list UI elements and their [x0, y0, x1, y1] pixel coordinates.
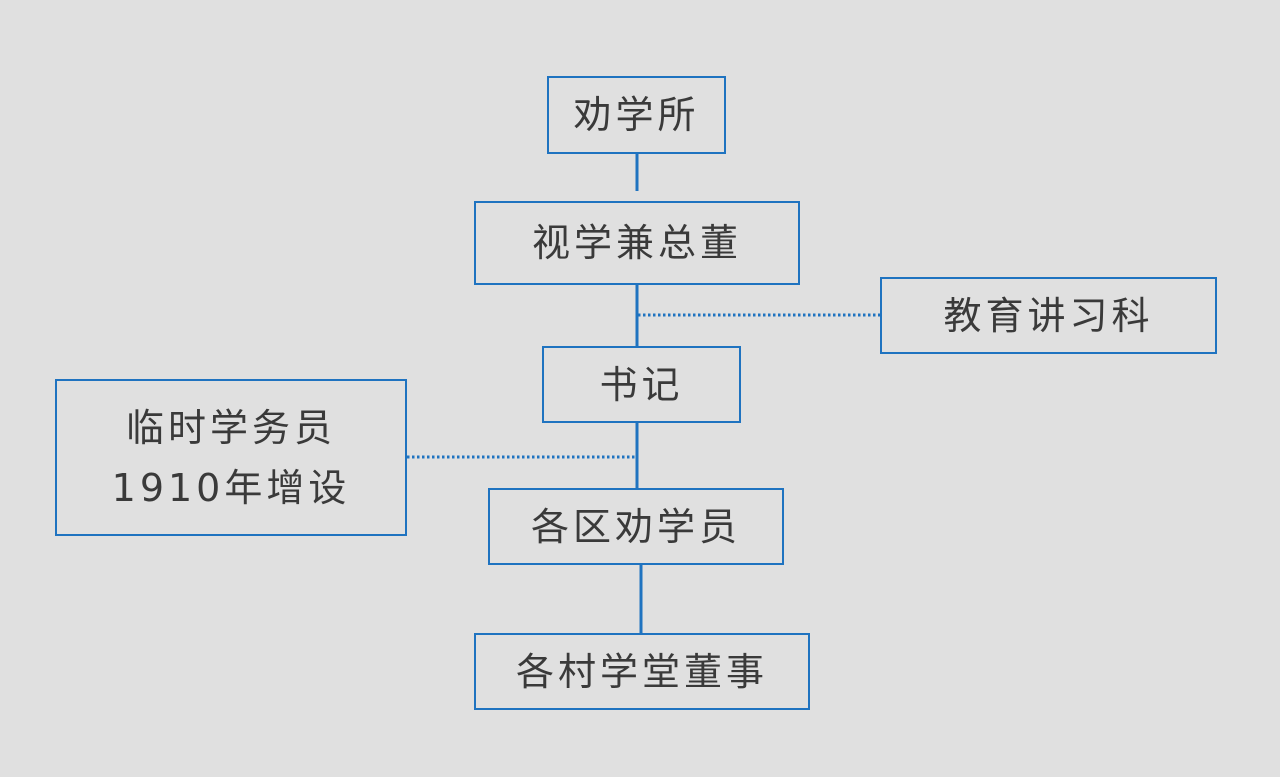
- node-shuji-label: 书记: [599, 362, 684, 407]
- node-shixue-zongdong: 视学兼总董: [474, 201, 800, 285]
- node-linshi-xuewuyuan-title: 临时学务员: [125, 405, 336, 450]
- node-gecun-xuetang-dongshi-label: 各村学堂董事: [515, 649, 768, 694]
- node-quanxuesuo-label: 劝学所: [573, 93, 700, 137]
- node-shuji: 书记: [542, 346, 741, 423]
- node-linshi-xuewuyuan-note: 1910年增设: [111, 465, 351, 510]
- node-gequ-quanxueyuan-label: 各区劝学员: [530, 504, 741, 549]
- node-quanxuesuo: 劝学所: [547, 76, 726, 154]
- node-linshi-xuewuyuan: 临时学务员 1910年增设: [55, 379, 407, 536]
- node-gequ-quanxueyuan: 各区劝学员: [488, 488, 784, 565]
- node-jiaoyu-jiangxike-label: 教育讲习科: [943, 293, 1154, 338]
- node-shixue-zongdong-label: 视学兼总董: [531, 221, 742, 265]
- node-jiaoyu-jiangxike: 教育讲习科: [880, 277, 1217, 354]
- node-gecun-xuetang-dongshi: 各村学堂董事: [474, 633, 810, 710]
